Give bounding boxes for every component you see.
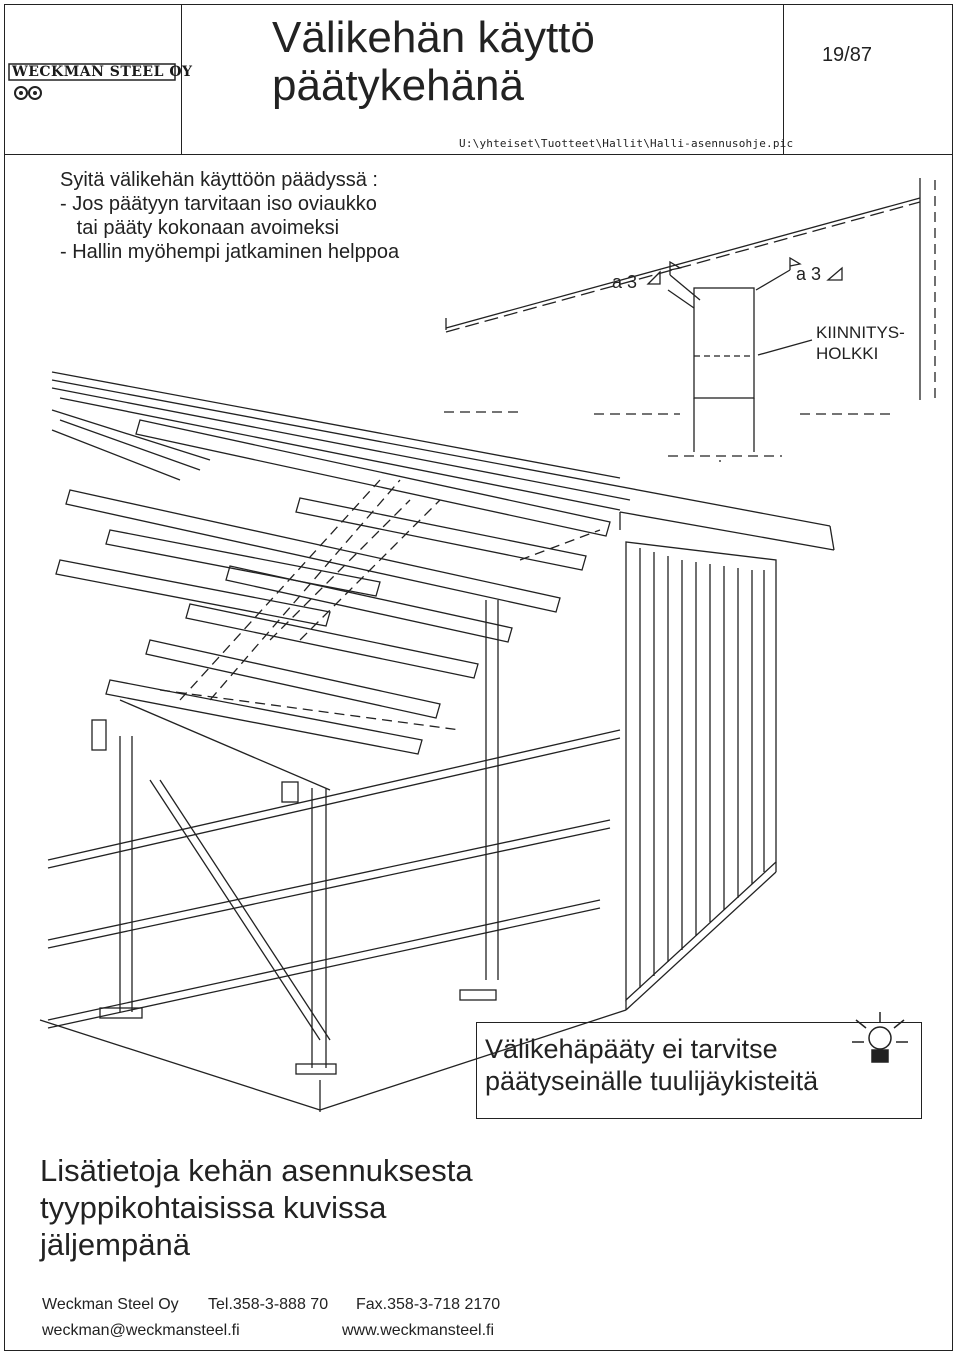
reasons-list: Syitä välikehän käyttöön päädyssä : - Jo… bbox=[60, 168, 399, 264]
sleeve-label-line1: KIINNITYS- bbox=[816, 323, 905, 342]
notice-line2: päätyseinälle tuulijäykisteitä bbox=[485, 1066, 819, 1096]
frame-structure bbox=[39, 600, 627, 1112]
footer-phone: Tel.358-3-888 70 bbox=[208, 1296, 329, 1313]
sleeve-label: KIINNITYS- HOLKKI bbox=[816, 322, 905, 364]
reason-item: tai pääty kokonaan avoimeksi bbox=[60, 217, 340, 239]
footer-company: Weckman Steel Oy bbox=[42, 1296, 179, 1313]
more-info-text: Lisätietoja kehän asennuksesta tyyppikoh… bbox=[40, 1152, 473, 1263]
hidden-lines bbox=[159, 479, 601, 731]
company-logo bbox=[8, 63, 176, 100]
reasons-heading: Syitä välikehän käyttöön päädyssä : bbox=[60, 169, 378, 191]
end-wall bbox=[625, 541, 777, 1011]
reason-item: - Hallin myöhempi jatkaminen helppoa bbox=[60, 241, 400, 263]
purlins bbox=[55, 419, 611, 755]
weld-label-right: a 3 bbox=[796, 264, 822, 284]
page-frame bbox=[4, 4, 953, 1351]
weld-label-left: a 3 bbox=[612, 272, 638, 292]
roof bbox=[51, 371, 835, 551]
notice-box: Välikehäpääty ei tarvitse päätyseinälle … bbox=[476, 1022, 922, 1119]
page-title: Välikehän käyttö päätykehänä bbox=[272, 14, 595, 110]
page-title-line1: Välikehän käyttö bbox=[272, 13, 595, 62]
file-path: U:\yhteiset\Tuotteet\Hallit\Halli-asennu… bbox=[459, 137, 794, 150]
page-number: 19/87 bbox=[821, 44, 872, 66]
sleeve-label-line2: HOLKKI bbox=[816, 344, 879, 363]
lightbulb-icon bbox=[852, 1012, 908, 1063]
footer-website[interactable]: www.weckmansteel.fi bbox=[342, 1322, 495, 1339]
more-info-line2: tyyppikohtaisissa kuvissa bbox=[40, 1190, 387, 1225]
reason-item: - Jos päätyyn tarvitaan iso oviaukko bbox=[60, 193, 377, 215]
header-divider-right bbox=[783, 4, 784, 155]
notice-text: Välikehäpääty ei tarvitse päätyseinälle … bbox=[485, 1033, 818, 1097]
footer-email[interactable]: weckman@weckmansteel.fi bbox=[42, 1322, 240, 1339]
page-title-line2: päätykehänä bbox=[272, 61, 524, 110]
notice-line1: Välikehäpääty ei tarvitse bbox=[485, 1034, 778, 1064]
footer-fax: Fax.358-3-718 2170 bbox=[356, 1296, 501, 1313]
more-info-line3: jäljempänä bbox=[40, 1227, 190, 1262]
company-logo-text: WECKMAN STEEL OY bbox=[12, 64, 193, 80]
header-divider-left bbox=[181, 4, 182, 155]
more-info-line1: Lisätietoja kehän asennuksesta bbox=[40, 1153, 473, 1188]
sleeve-detail bbox=[444, 178, 936, 462]
header-divider bbox=[4, 154, 953, 155]
